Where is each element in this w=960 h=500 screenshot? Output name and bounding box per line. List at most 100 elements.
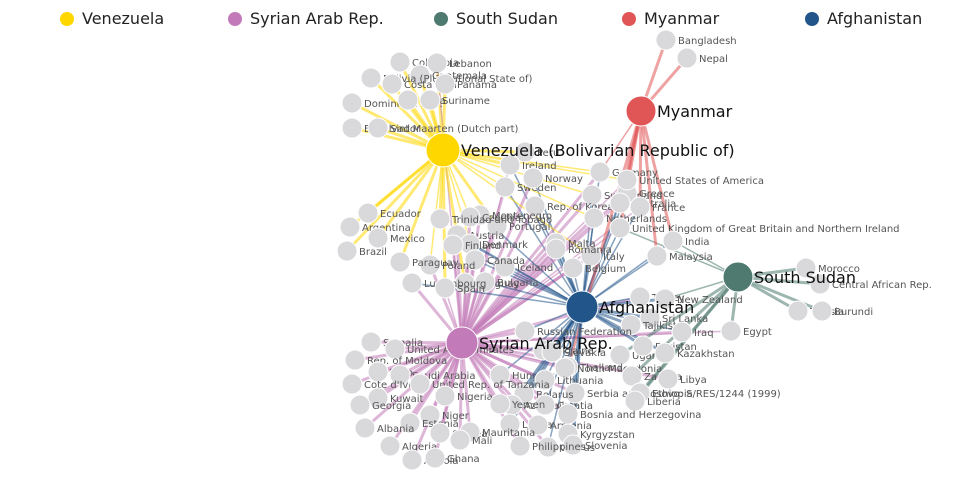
legend-item-ssd[interactable]: South Sudan — [434, 9, 558, 28]
node-circle[interactable] — [562, 257, 584, 279]
country-node[interactable]: Bulgaria — [474, 271, 538, 293]
node-circle[interactable] — [336, 240, 358, 262]
node-circle[interactable] — [524, 195, 546, 217]
country-node[interactable]: Portugal — [486, 215, 550, 237]
node-circle[interactable] — [646, 245, 668, 267]
node-circle[interactable] — [486, 215, 508, 237]
hub-node-afg[interactable]: Afghanistan — [565, 290, 694, 324]
country-node[interactable]: Costa Rica — [381, 73, 457, 95]
node-circle[interactable] — [655, 29, 677, 51]
node-circle[interactable] — [401, 449, 423, 471]
country-node[interactable]: New Zealand — [654, 288, 743, 310]
country-node[interactable]: Italy — [580, 245, 625, 267]
node-circle[interactable] — [341, 117, 363, 139]
country-node[interactable]: Philippines — [509, 435, 586, 457]
node-circle[interactable] — [464, 249, 486, 271]
node-circle[interactable] — [384, 338, 406, 360]
node-circle[interactable] — [367, 227, 389, 249]
node-circle[interactable] — [389, 51, 411, 73]
node-circle[interactable] — [434, 385, 456, 407]
node-circle[interactable] — [534, 369, 556, 391]
country-node[interactable]: Trinidad and Tobago — [429, 208, 552, 230]
node-circle[interactable] — [339, 216, 361, 238]
country-node[interactable]: Rep. of Korea — [524, 195, 614, 217]
node-circle[interactable] — [397, 89, 419, 111]
country-node[interactable]: Yemen — [489, 393, 545, 415]
node-circle[interactable] — [621, 365, 643, 387]
country-node[interactable]: Egypt — [720, 320, 772, 342]
node-circle[interactable] — [609, 192, 631, 214]
node-circle[interactable] — [434, 277, 456, 299]
country-node[interactable]: Suriname — [419, 89, 490, 111]
country-node[interactable]: India — [662, 230, 710, 252]
node-circle[interactable] — [494, 256, 516, 278]
node-circle[interactable] — [341, 92, 363, 114]
node-circle[interactable] — [354, 417, 376, 439]
node-circle[interactable] — [399, 412, 421, 434]
hub-circle[interactable] — [722, 261, 754, 293]
node-circle[interactable] — [509, 435, 531, 457]
country-node[interactable]: Peru — [514, 141, 559, 163]
country-node[interactable]: Sint Maarten (Dutch part) — [367, 117, 519, 139]
country-node[interactable]: Central African Rep. — [809, 273, 932, 295]
node-circle[interactable] — [381, 73, 403, 95]
country-node[interactable]: Russian Federation — [514, 320, 632, 342]
hub-circle[interactable] — [625, 95, 657, 127]
node-circle[interactable] — [811, 300, 833, 322]
country-node[interactable]: Burundi — [811, 300, 873, 322]
country-node[interactable]: Morocco — [795, 257, 860, 279]
country-node[interactable]: Netherlands — [583, 207, 667, 229]
country-node[interactable]: Ireland — [499, 154, 557, 176]
country-node[interactable]: Libya — [657, 368, 707, 390]
node-circle[interactable] — [449, 429, 471, 451]
node-circle[interactable] — [624, 390, 646, 412]
node-circle[interactable] — [367, 117, 389, 139]
node-circle[interactable] — [344, 349, 366, 371]
hub-circle[interactable] — [445, 326, 479, 360]
node-circle[interactable] — [609, 344, 631, 366]
country-node[interactable]: Bangladesh — [655, 29, 737, 51]
node-circle[interactable] — [429, 422, 451, 444]
country-node[interactable]: Sri Lanka — [639, 307, 708, 329]
node-circle[interactable] — [419, 89, 441, 111]
legend-item-syr[interactable]: Syrian Arab Rep. — [228, 9, 384, 28]
country-node[interactable]: Paraguay — [389, 251, 459, 273]
country-node[interactable]: Guatemala — [409, 64, 487, 86]
node-circle[interactable] — [629, 286, 651, 308]
node-circle[interactable] — [534, 394, 556, 416]
country-node[interactable]: Cote d'Ivoire — [341, 373, 427, 395]
node-circle[interactable] — [367, 387, 389, 409]
country-node[interactable]: Ghana — [424, 447, 480, 469]
node-circle[interactable] — [589, 161, 611, 183]
node-circle[interactable] — [583, 207, 605, 229]
node-circle[interactable] — [554, 357, 576, 379]
node-circle[interactable] — [360, 331, 382, 353]
node-circle[interactable] — [419, 404, 441, 426]
node-circle[interactable] — [489, 393, 511, 415]
legend-item-mmr[interactable]: Myanmar — [622, 9, 719, 28]
country-node[interactable]: Nepal — [676, 47, 728, 69]
country-node[interactable]: Uganda — [609, 344, 671, 366]
country-node[interactable]: Bolivia (Plurinational State of) — [360, 67, 532, 89]
country-node[interactable]: Spain — [434, 277, 485, 299]
node-circle[interactable] — [657, 368, 679, 390]
country-node[interactable]: Argentina — [339, 216, 411, 238]
node-circle[interactable] — [499, 413, 521, 435]
country-node[interactable]: Rep. of Moldova — [344, 349, 447, 371]
node-circle[interactable] — [514, 320, 536, 342]
node-circle[interactable] — [409, 373, 431, 395]
node-circle[interactable] — [429, 208, 451, 230]
hub-node-ven[interactable]: Venezuela (Bolivarian Republic of) — [425, 132, 735, 168]
node-circle[interactable] — [537, 436, 559, 458]
node-circle[interactable] — [389, 251, 411, 273]
country-node[interactable]: Slovenia — [562, 434, 628, 456]
country-node[interactable]: Serbia and Kosovo: S/RES/1244 (1999) — [564, 382, 781, 404]
node-circle[interactable] — [795, 257, 817, 279]
node-circle[interactable] — [676, 47, 698, 69]
node-circle[interactable] — [632, 335, 654, 357]
node-circle[interactable] — [720, 320, 742, 342]
country-node[interactable]: Slovakia — [541, 341, 606, 363]
legend-item-afg[interactable]: Afghanistan — [805, 9, 922, 28]
country-node[interactable]: Brazil — [336, 240, 387, 262]
country-node[interactable]: United Kingdom of Great Britain and Nort… — [609, 217, 900, 239]
